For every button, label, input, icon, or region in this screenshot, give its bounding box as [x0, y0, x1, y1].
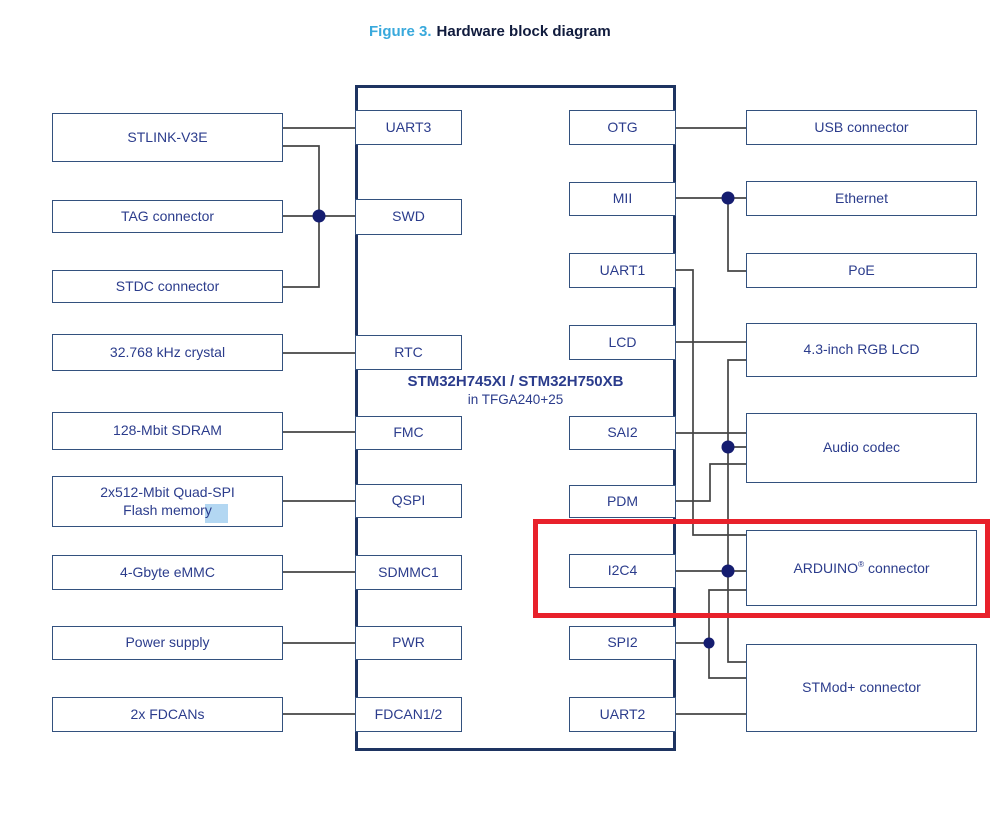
red-highlight-rectangle — [533, 519, 990, 618]
port-fmc: FMC — [355, 416, 462, 450]
block-label: 2x FDCANs — [130, 705, 205, 722]
port-pdm: PDM — [569, 485, 676, 518]
figure-number: Figure 3. — [369, 23, 432, 40]
mcu-package: in TFGA240+25 — [467, 392, 564, 407]
port-uart3: UART3 — [355, 110, 462, 145]
port-sdmmc1: SDMMC1 — [355, 555, 462, 590]
block-label: Ethernet — [835, 189, 888, 206]
block-label: 32.768 kHz crystal — [109, 343, 226, 360]
junction-dot-mii — [721, 191, 735, 205]
port-lcd: LCD — [569, 325, 676, 360]
port-fdcan12: FDCAN1/2 — [355, 697, 462, 732]
block-crystal: 32.768 kHz crystal — [52, 334, 283, 371]
wire-pdm-audiocodec — [676, 463, 746, 502]
port-sai2: SAI2 — [569, 416, 676, 450]
block-usb-connector: USB connector — [746, 110, 977, 145]
figure-caption: Figure 3.Hardware block diagram — [369, 23, 611, 40]
port-spi2: SPI2 — [569, 626, 676, 660]
block-label: 4.3-inch RGB LCD — [803, 341, 920, 358]
port-label: SDMMC1 — [378, 563, 439, 580]
block-label: Power supply — [125, 634, 210, 651]
block-fdcans: 2x FDCANs — [52, 697, 283, 732]
junction-dot-i2c4-audio — [721, 440, 735, 454]
port-label: RTC — [394, 343, 423, 360]
port-label: I2C4 — [607, 562, 638, 579]
mcu-label: STM32H745XI / STM32H750XB in TFGA240+25 — [355, 373, 676, 407]
block-label: Audio codec — [822, 439, 901, 456]
wire-uart1-arduino — [676, 269, 746, 536]
port-i2c4: I2C4 — [569, 554, 676, 588]
block-label-line2: Flash memory — [123, 501, 212, 518]
block-stmod-connector: STMod+ connector — [746, 644, 977, 732]
block-label: 4-Gbyte eMMC — [120, 563, 215, 580]
block-poe: PoE — [746, 253, 977, 288]
block-stdc-connector: STDC connector — [52, 270, 283, 303]
wire-mii-poe — [727, 198, 746, 272]
block-stlink-v3e: STLINK-V3E — [52, 113, 283, 162]
text-selection-artifact — [205, 504, 228, 523]
port-qspi: QSPI — [355, 484, 462, 518]
junction-dot-i2c4-arduino — [721, 564, 735, 578]
port-label: LCD — [608, 333, 637, 350]
port-label: UART2 — [599, 705, 646, 722]
port-label: SPI2 — [607, 634, 638, 651]
block-ethernet: Ethernet — [746, 181, 977, 216]
registered-trademark-symbol: ® — [858, 559, 865, 570]
block-emmc: 4-Gbyte eMMC — [52, 555, 283, 590]
block-label: STMod+ connector — [802, 679, 921, 696]
block-label: STDC connector — [115, 277, 220, 294]
connector-text: connector — [864, 559, 930, 576]
block-tag-connector: TAG connector — [52, 200, 283, 233]
block-audio-codec: Audio codec — [746, 413, 977, 483]
port-label: QSPI — [391, 492, 426, 509]
block-label: 128-Mbit SDRAM — [113, 422, 222, 439]
block-label: STLINK-V3E — [127, 128, 208, 145]
port-rtc: RTC — [355, 335, 462, 370]
block-qspi-flash: 2x512-Mbit Quad-SPI Flash memory — [52, 476, 283, 527]
port-label: SWD — [392, 208, 425, 225]
arduino-text: ARDUINO — [793, 559, 858, 576]
block-label: TAG connector — [120, 207, 215, 224]
mcu-name: STM32H745XI / STM32H750XB — [407, 373, 624, 390]
block-label: PoE — [848, 261, 875, 278]
port-label: UART1 — [599, 261, 646, 278]
port-otg: OTG — [569, 110, 676, 145]
port-swd: SWD — [355, 199, 462, 235]
port-label: PDM — [606, 492, 639, 509]
port-mii: MII — [569, 182, 676, 216]
block-label-line1: 2x512-Mbit Quad-SPI — [100, 484, 235, 501]
port-pwr: PWR — [355, 626, 462, 660]
figure-title: Hardware block diagram — [436, 23, 611, 40]
port-label: FMC — [393, 424, 424, 441]
block-arduino-connector: ARDUINO® connector — [746, 530, 977, 606]
block-sdram: 128-Mbit SDRAM — [52, 412, 283, 450]
port-label: MII — [612, 190, 633, 207]
port-label: FDCAN1/2 — [374, 705, 443, 722]
port-uart2: UART2 — [569, 697, 676, 732]
port-uart1: UART1 — [569, 253, 676, 288]
port-label: UART3 — [385, 118, 432, 135]
block-label: ARDUINO® connector — [793, 559, 929, 577]
port-label: PWR — [392, 634, 425, 651]
port-label: OTG — [607, 118, 638, 135]
wire-spi2-bus — [708, 589, 746, 679]
block-rgb-lcd: 4.3-inch RGB LCD — [746, 323, 977, 377]
junction-dot-spi2 — [703, 637, 715, 649]
port-label: SAI2 — [607, 424, 638, 441]
block-power-supply: Power supply — [52, 626, 283, 660]
block-label: USB connector — [814, 118, 909, 135]
wire-i2c4-bus — [727, 359, 746, 663]
junction-dot-swd — [312, 209, 326, 223]
